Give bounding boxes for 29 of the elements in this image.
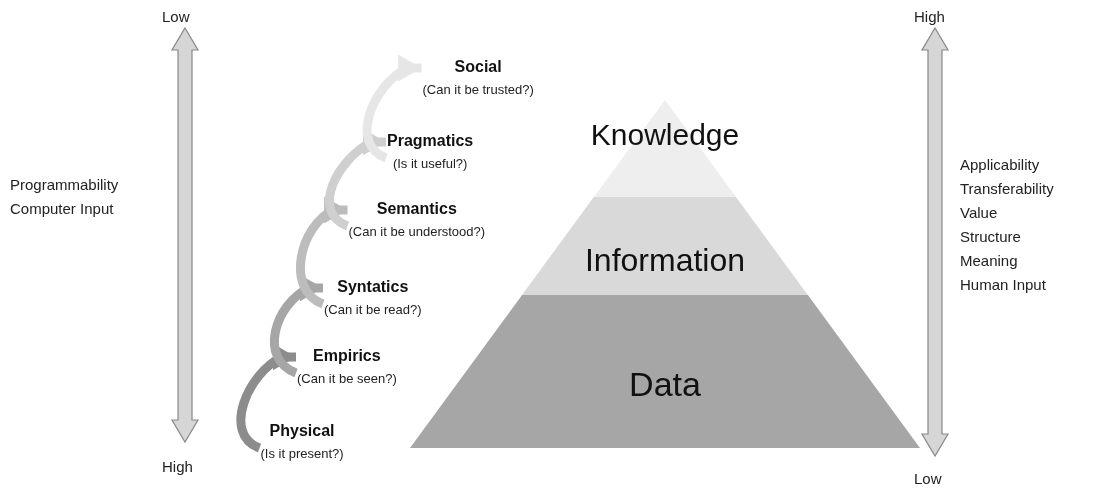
step-title: Syntatics bbox=[336, 278, 410, 296]
step-title: Social bbox=[453, 58, 503, 76]
attribute-label: Value bbox=[960, 204, 998, 221]
attribute-label: Programmability bbox=[10, 176, 119, 193]
scale-end-label: High bbox=[914, 8, 945, 25]
step-title: Physical bbox=[268, 422, 336, 440]
step-question: (Can it be read?) bbox=[324, 302, 422, 317]
attribute-label: Structure bbox=[960, 228, 1021, 245]
scale-end-label: Low bbox=[914, 470, 942, 487]
curved-arrow bbox=[362, 54, 422, 162]
attribute-label: Human Input bbox=[960, 276, 1046, 293]
layer-title: Information bbox=[583, 242, 747, 279]
attribute-label: Meaning bbox=[960, 252, 1018, 269]
step-title: Semantics bbox=[375, 200, 458, 218]
curved-arrow bbox=[296, 196, 348, 308]
step-question: (Can it be seen?) bbox=[297, 371, 397, 386]
step-title: Empirics bbox=[312, 347, 382, 365]
step-question: (Is it useful?) bbox=[391, 156, 469, 171]
step-question: (Can it be trusted?) bbox=[422, 82, 534, 97]
step-question: (Can it be understood?) bbox=[348, 224, 486, 239]
scale-end-label: Low bbox=[162, 8, 190, 25]
attribute-label: Applicability bbox=[960, 156, 1040, 173]
layer-title: Knowledge bbox=[589, 118, 741, 152]
step-title: Pragmatics bbox=[387, 132, 474, 150]
layer-title: Data bbox=[628, 365, 702, 404]
scale-end-label: High bbox=[162, 458, 193, 475]
step-question: (Is it present?) bbox=[260, 446, 344, 461]
attribute-label: Computer Input bbox=[10, 200, 114, 217]
attribute-label: Transferability bbox=[960, 180, 1054, 197]
